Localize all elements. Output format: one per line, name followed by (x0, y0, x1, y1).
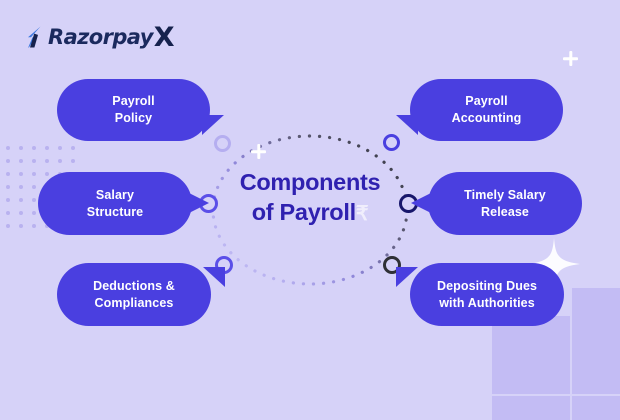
grid-dot (32, 172, 36, 176)
grid-square (492, 316, 570, 394)
rupee-icon: ₹ (355, 202, 369, 225)
title-line-1: Components (239, 169, 381, 195)
grid-dot (19, 159, 23, 163)
razorpay-arrow-mark-icon (25, 25, 47, 49)
grid-dot (6, 224, 10, 228)
grid-dot (19, 185, 23, 189)
bubble-tail (187, 192, 209, 214)
grid-dot (6, 198, 10, 202)
bubble-tail (396, 115, 418, 135)
bubble-tail (203, 267, 225, 287)
bubble-tail (411, 192, 433, 214)
grid-dot (32, 185, 36, 189)
grid-dot (32, 159, 36, 163)
grid-dot (45, 146, 49, 150)
grid-dot (6, 146, 10, 150)
logo-wordmark: Razorpay (48, 25, 153, 49)
ring-node-payroll-accounting (383, 134, 400, 151)
diagram-title: Components of Payroll₹ (215, 168, 405, 227)
grid-dot (6, 211, 10, 215)
logo-x: X (153, 21, 175, 53)
grid-dot (71, 146, 75, 150)
plus-icon (563, 51, 578, 66)
node-label: Salary Structure (86, 187, 144, 219)
grid-square (492, 396, 570, 420)
grid-dot (32, 224, 36, 228)
grid-dot (45, 172, 49, 176)
bubble-tail (202, 115, 224, 135)
grid-square (572, 396, 620, 420)
grid-dot (19, 172, 23, 176)
grid-dot (32, 146, 36, 150)
grid-dot (32, 211, 36, 215)
title-line-2: of Payroll (251, 198, 356, 225)
node-label: Timely Salary Release (464, 187, 546, 219)
grid-dot (6, 185, 10, 189)
grid-dot (32, 198, 36, 202)
razorpayx-logo: Razorpay X (25, 21, 175, 53)
node-payroll-policy[interactable]: Payroll Policy (57, 79, 224, 141)
node-label: Depositing Dues with Authorities (436, 278, 538, 310)
node-timely-salary-release[interactable]: Timely Salary Release (411, 172, 582, 235)
grid-dot (58, 146, 62, 150)
grid-dot (19, 224, 23, 228)
grid-dot (19, 198, 23, 202)
node-label: Payroll Accounting (451, 94, 522, 125)
node-payroll-accounting[interactable]: Payroll Accounting (396, 79, 563, 141)
grid-square (572, 288, 620, 394)
node-depositing-dues[interactable]: Depositing Dues with Authorities (396, 263, 564, 326)
node-salary-structure[interactable]: Salary Structure (38, 172, 209, 235)
grid-dot (6, 159, 10, 163)
ring-node-payroll-policy (214, 135, 231, 152)
grid-dot (71, 159, 75, 163)
node-deductions-compliances[interactable]: Deductions & Compliances (57, 263, 225, 326)
node-label: Deductions & Compliances (93, 278, 175, 310)
grid-dot (6, 172, 10, 176)
grid-dot (19, 146, 23, 150)
grid-dot (58, 159, 62, 163)
grid-dot (45, 159, 49, 163)
bubble-tail (396, 267, 418, 287)
grid-dot (19, 211, 23, 215)
node-label: Payroll Policy (112, 94, 155, 125)
